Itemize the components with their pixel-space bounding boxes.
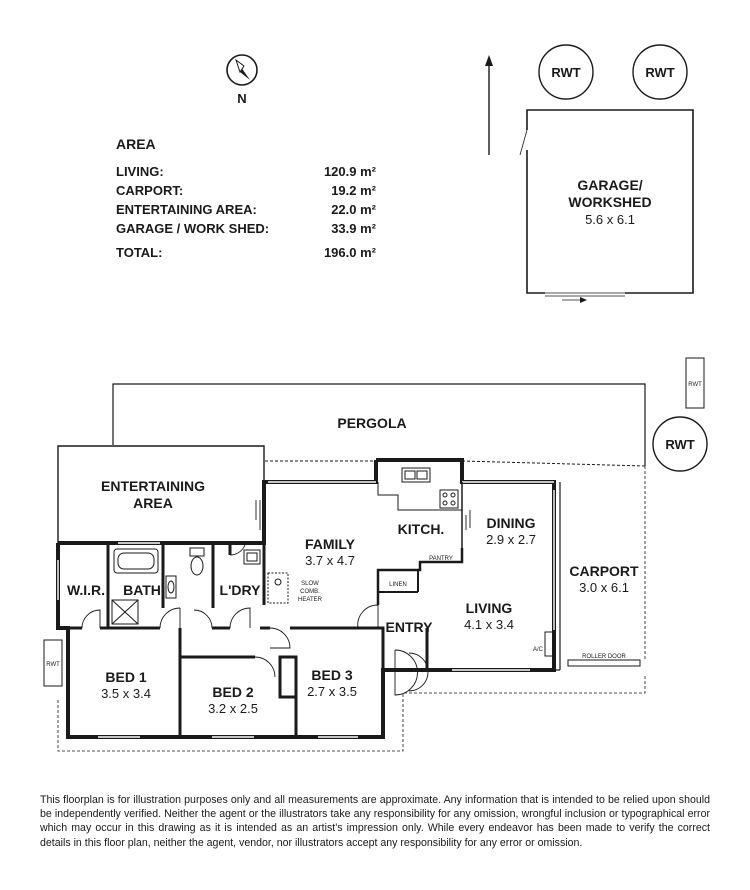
boundary-dashed bbox=[57, 466, 646, 752]
bed2-label: BED 2 bbox=[212, 684, 253, 700]
svg-text:ROLLER DOOR: ROLLER DOOR bbox=[582, 654, 626, 660]
rainwater-tank: RWT bbox=[538, 44, 594, 100]
svg-text:2.9 x 2.7: 2.9 x 2.7 bbox=[486, 532, 536, 547]
area-row: ENTERTAINING AREA: 22.0 m² bbox=[116, 202, 376, 217]
kitchen-label: KITCH. bbox=[398, 521, 445, 537]
svg-text:3.0 x 6.1: 3.0 x 6.1 bbox=[579, 580, 629, 595]
rainwater-tank: RWT bbox=[43, 639, 63, 687]
compass-icon: N bbox=[226, 54, 258, 106]
compass-label: N bbox=[237, 91, 246, 106]
svg-text:A/C: A/C bbox=[533, 647, 544, 653]
rainwater-tank: RWT bbox=[685, 357, 705, 409]
garage-label: GARAGE/ bbox=[577, 177, 642, 193]
house-walls bbox=[56, 458, 556, 739]
svg-text:HEATER: HEATER bbox=[298, 597, 323, 603]
svg-text:3.5 x 3.4: 3.5 x 3.4 bbox=[101, 686, 151, 701]
carport: CARPORT 3.0 x 6.1 ROLLER DOOR bbox=[554, 482, 639, 671]
svg-text:RWT: RWT bbox=[665, 437, 694, 452]
svg-text:RWT: RWT bbox=[645, 65, 674, 80]
svg-text:3.7 x 4.7: 3.7 x 4.7 bbox=[305, 553, 355, 568]
rainwater-tank: RWT bbox=[652, 416, 708, 472]
area-total: TOTAL: 196.0 m² bbox=[116, 245, 376, 260]
area-row: CARPORT: 19.2 m² bbox=[116, 183, 376, 198]
bath-label: BATH bbox=[123, 582, 161, 598]
pergola-label: PERGOLA bbox=[337, 415, 406, 431]
dining-label: DINING bbox=[487, 515, 536, 531]
garage-workshed: GARAGE/ WORKSHED 5.6 x 6.1 bbox=[519, 109, 694, 303]
linen-label: LINEN bbox=[389, 582, 407, 588]
garage-label: WORKSHED bbox=[568, 194, 651, 210]
svg-text:ENTERTAINING: ENTERTAINING bbox=[101, 478, 205, 494]
area-title: AREA bbox=[116, 136, 156, 152]
svg-text:COMB.: COMB. bbox=[300, 589, 320, 595]
living-label: LIVING bbox=[466, 600, 513, 616]
svg-text:4.1 x 3.4: 4.1 x 3.4 bbox=[464, 617, 514, 632]
room-labels: FAMILY 3.7 x 4.7 KITCH. DINING 2.9 x 2.7… bbox=[67, 515, 544, 716]
bed1-label: BED 1 bbox=[105, 669, 146, 685]
wir-label: W.I.R. bbox=[67, 582, 105, 598]
rainwater-tank: RWT bbox=[632, 44, 688, 100]
svg-text:AREA: AREA bbox=[133, 495, 173, 511]
svg-text:2.7 x 3.5: 2.7 x 3.5 bbox=[307, 684, 357, 699]
fixtures bbox=[111, 467, 641, 667]
svg-text:SLOW: SLOW bbox=[301, 581, 319, 587]
garage-dimensions: 5.6 x 6.1 bbox=[585, 212, 635, 227]
pergola: PERGOLA bbox=[112, 383, 646, 467]
pantry-label: PANTRY bbox=[429, 556, 453, 562]
door-swings bbox=[81, 500, 471, 696]
svg-text:3.2 x 2.5: 3.2 x 2.5 bbox=[208, 701, 258, 716]
svg-text:RWT: RWT bbox=[46, 662, 60, 668]
laundry-label: L'DRY bbox=[220, 582, 262, 598]
family-label: FAMILY bbox=[305, 536, 356, 552]
area-row: LIVING: 120.9 m² bbox=[116, 164, 376, 179]
entertaining-area: ENTERTAINING AREA bbox=[57, 445, 265, 543]
svg-text:RWT: RWT bbox=[688, 382, 702, 388]
area-row: GARAGE / WORK SHED: 33.9 m² bbox=[116, 221, 376, 236]
disclaimer-text: This floorplan is for illustration purpo… bbox=[40, 794, 710, 849]
arrow-up-icon bbox=[485, 55, 493, 155]
svg-text:CARPORT: CARPORT bbox=[569, 563, 639, 579]
bed3-label: BED 3 bbox=[311, 667, 352, 683]
entry-label: ENTRY bbox=[386, 619, 434, 635]
svg-text:RWT: RWT bbox=[551, 65, 580, 80]
area-summary: AREA LIVING: 120.9 m² CARPORT: 19.2 m² E… bbox=[116, 136, 376, 262]
